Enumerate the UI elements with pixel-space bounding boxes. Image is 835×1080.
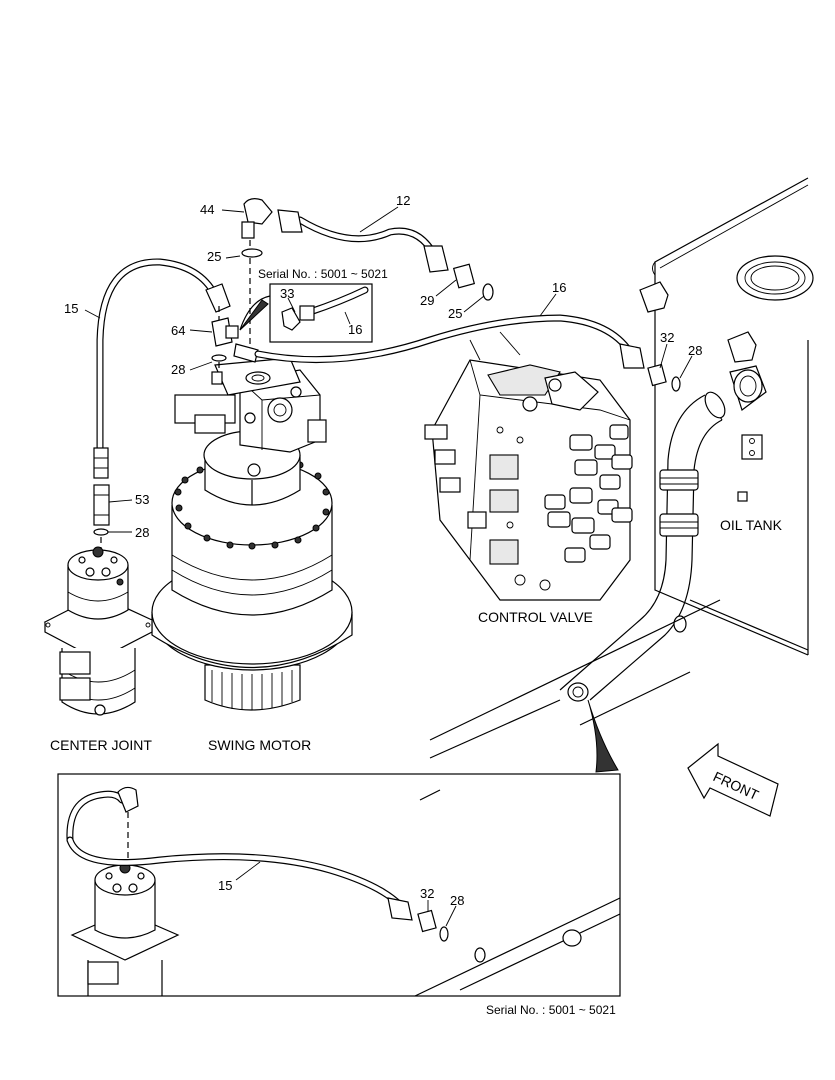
front-arrow: FRONT — [687, 742, 779, 817]
leader-lines — [84, 206, 693, 927]
return-pipe — [559, 391, 726, 702]
swing-motor-label: SWING MOTOR — [208, 737, 311, 753]
callout-33: 33 — [280, 286, 294, 301]
callout-15-inset: 15 — [218, 878, 232, 893]
serial-inset — [239, 283, 373, 343]
callout-28-motor: 28 — [171, 362, 185, 377]
callout-44: 44 — [200, 202, 214, 217]
callout-16-inset: 16 — [348, 322, 362, 337]
callout-25-top: 25 — [207, 249, 221, 264]
oil-tank-label: OIL TANK — [720, 517, 783, 533]
serial-inset-label: Serial No. : 5001 ~ 5021 — [258, 267, 388, 281]
hose-15 — [93, 258, 231, 479]
callout-28-inset: 28 — [450, 893, 464, 908]
frame-lines — [419, 599, 721, 801]
callout-29: 29 — [420, 293, 434, 308]
hose-16 — [233, 314, 681, 392]
callout-28-joint: 28 — [135, 525, 149, 540]
center-joint-label: CENTER JOINT — [50, 737, 152, 753]
oil-tank — [639, 177, 814, 656]
callout-15: 15 — [64, 301, 78, 316]
swing-motor — [151, 357, 353, 711]
callouts: 44 12 25 15 64 28 Serial No. : 5001 ~ 50… — [64, 193, 702, 908]
callout-12: 12 — [396, 193, 410, 208]
hose-12 — [241, 198, 494, 352]
callout-16: 16 — [552, 280, 566, 295]
adapter-53 — [93, 484, 110, 548]
callout-64: 64 — [171, 323, 185, 338]
control-valve-label: CONTROL VALVE — [478, 609, 593, 625]
center-joint — [43, 546, 154, 716]
callout-25-right: 25 — [448, 306, 462, 321]
tee-64 — [211, 306, 239, 372]
bottom-inset — [57, 699, 621, 997]
callout-32-inset: 32 — [420, 886, 434, 901]
serial-bottom-label: Serial No. : 5001 ~ 5021 — [486, 1003, 616, 1017]
callout-32: 32 — [660, 330, 674, 345]
callout-53: 53 — [135, 492, 149, 507]
control-valve — [424, 359, 633, 601]
callout-28-tank: 28 — [688, 343, 702, 358]
